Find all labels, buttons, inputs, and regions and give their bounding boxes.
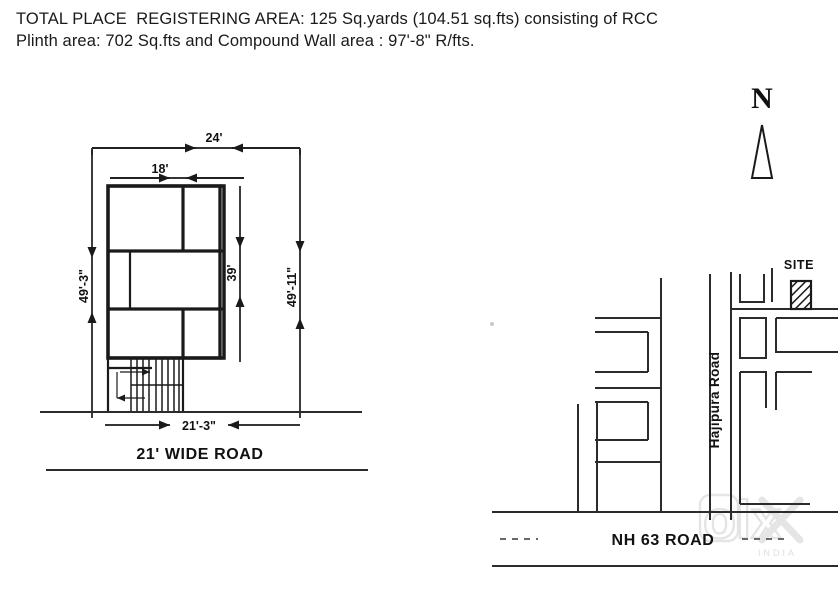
north-arrow: N	[750, 82, 774, 179]
nh63-road: NH 63 ROAD	[492, 511, 838, 567]
site-marker: SITE	[784, 258, 814, 311]
nh63-road-label: NH 63 ROAD	[612, 532, 715, 549]
dimension-top-overall: 24'	[91, 131, 301, 155]
building-walls	[106, 184, 226, 360]
building-outline	[106, 184, 226, 360]
map-west-lane	[492, 402, 598, 513]
dimension-label-right-overall: 49'-11"	[285, 267, 299, 307]
staircase	[106, 358, 185, 412]
site-label: SITE	[784, 258, 814, 272]
header-description: TOTAL PLACE REGISTERING AREA: 125 Sq.yar…	[16, 8, 816, 52]
north-label: N	[751, 82, 773, 115]
dimension-label-inner-right: 39'	[225, 265, 239, 282]
dimension-label-top-overall: 24'	[206, 131, 223, 145]
dimension-label-left-overall: 49'-3"	[77, 269, 91, 303]
dimension-bottom: 21'-3"	[105, 419, 300, 433]
header-line-1: TOTAL PLACE REGISTERING AREA: 125 Sq.yar…	[16, 10, 658, 28]
watermark-region: INDIA	[758, 548, 797, 558]
watermark-brand: olx	[703, 490, 781, 550]
location-map-group: Hajipura Road	[490, 258, 838, 567]
map-left-streets	[580, 278, 662, 513]
road-width-label: 21' WIDE ROAD	[136, 446, 263, 463]
hajipura-road-label: Hajipura Road	[707, 352, 722, 449]
dimension-right-overall: 49'-11"	[285, 150, 305, 418]
header-line-2: Plinth area: 702 Sq.fts and Compound Wal…	[16, 32, 475, 50]
map-right-streets	[731, 268, 838, 505]
dimension-label-top-inner: 18'	[152, 162, 169, 176]
dimension-top-inner: 18'	[110, 162, 244, 183]
dimension-label-bottom: 21'-3"	[182, 419, 216, 433]
scan-speck	[490, 322, 494, 326]
hajipura-road: Hajipura Road	[707, 272, 732, 520]
dimension-left-overall: 49'-3"	[77, 150, 97, 418]
floor-plan-group: 24' 18' 49'-3"	[40, 131, 368, 471]
olx-watermark: olx INDIA	[698, 489, 804, 558]
dimension-inner-right: 39'	[225, 186, 245, 362]
